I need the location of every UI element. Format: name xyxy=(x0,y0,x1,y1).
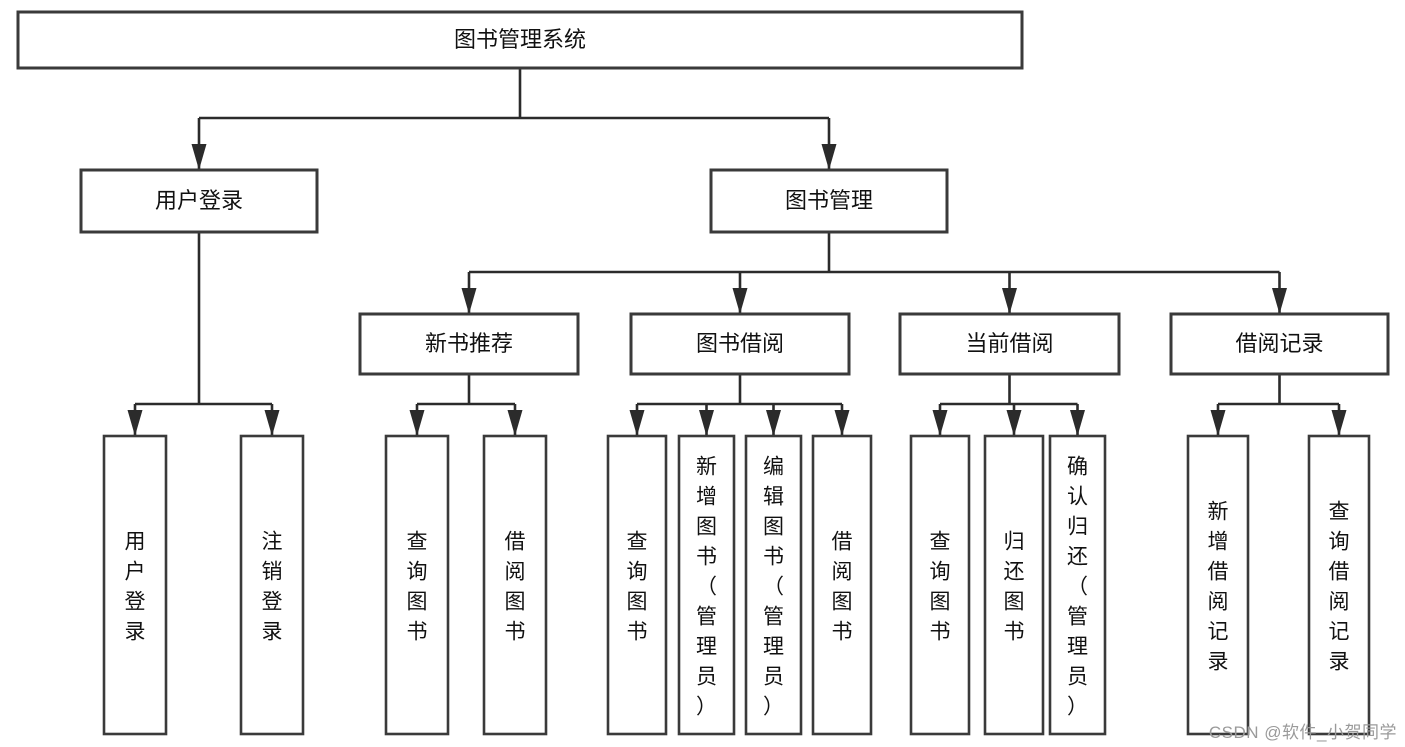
nodes-layer: 图书管理系统用户登录图书管理新书推荐图书借阅当前借阅借阅记录用户登录注销登录查询… xyxy=(16,10,1390,736)
leaf-node-5[interactable]: 新增图书（管理员） xyxy=(677,434,736,736)
edge-current-to-leaves xyxy=(932,374,1085,436)
leaf-node-0-box[interactable] xyxy=(102,434,168,736)
leaf-node-12[interactable]: 查询借阅记录 xyxy=(1307,434,1371,736)
leaf-node-9-box[interactable] xyxy=(983,434,1045,736)
level2-node-book-management-label: 图书管理 xyxy=(785,188,873,213)
level3-node-current-borrow-label: 当前借阅 xyxy=(965,331,1053,356)
leaf-node-8[interactable]: 查询图书 xyxy=(909,434,971,736)
edge-record-to-leaves xyxy=(1210,374,1347,436)
leaf-node-2-label: 查询图书 xyxy=(407,530,428,643)
leaf-node-1-label: 注销登录 xyxy=(262,530,283,643)
leaf-node-3[interactable]: 借阅图书 xyxy=(482,434,548,736)
level3-node-new-book-recommend-box[interactable] xyxy=(358,312,580,376)
leaf-node-12-label: 查询借阅记录 xyxy=(1329,500,1350,673)
leaf-node-0-label: 用户登录 xyxy=(125,530,146,643)
leaf-node-7-box[interactable] xyxy=(811,434,873,736)
level3-node-current-borrow[interactable]: 当前借阅 xyxy=(898,312,1121,376)
edge-root-to-level2 xyxy=(191,68,837,170)
leaf-node-11[interactable]: 新增借阅记录 xyxy=(1186,434,1250,736)
edge-new-book-to-leaves-arrowhead-0 xyxy=(409,410,425,436)
level3-node-new-book-recommend[interactable]: 新书推荐 xyxy=(358,312,580,376)
leaf-node-2-box[interactable] xyxy=(384,434,450,736)
edge-borrow-to-leaves-arrowhead-1 xyxy=(699,410,714,436)
edge-current-to-leaves-arrowhead-0 xyxy=(932,410,948,436)
level2-node-user-login-box[interactable] xyxy=(79,168,319,234)
edge-book-mgmt-to-level3-arrowhead-3 xyxy=(1272,288,1287,314)
leaf-node-11-box[interactable] xyxy=(1186,434,1250,736)
edge-user-login-to-leaves-arrowhead-0 xyxy=(127,410,143,436)
edge-record-to-leaves-arrowhead-1 xyxy=(1331,410,1347,436)
leaf-node-9[interactable]: 归还图书 xyxy=(983,434,1045,736)
leaf-node-3-box[interactable] xyxy=(482,434,548,736)
leaf-node-4-label: 查询图书 xyxy=(627,530,648,643)
edge-borrow-to-leaves-arrowhead-2 xyxy=(766,410,781,436)
leaf-node-1-box[interactable] xyxy=(239,434,305,736)
leaf-node-6-box[interactable] xyxy=(744,434,803,736)
leaf-node-2[interactable]: 查询图书 xyxy=(384,434,450,736)
edge-user-login-to-leaves-arrowhead-1 xyxy=(264,410,280,436)
leaf-node-5-label: 新增图书（管理员） xyxy=(696,455,717,718)
edge-root-to-level2-arrowhead-1 xyxy=(821,144,837,170)
edge-new-book-to-leaves xyxy=(409,374,523,436)
leaf-node-6[interactable]: 编辑图书（管理员） xyxy=(744,434,803,736)
leaf-node-8-box[interactable] xyxy=(909,434,971,736)
root-node-book-management-system-label: 图书管理系统 xyxy=(454,27,586,52)
leaf-node-7[interactable]: 借阅图书 xyxy=(811,434,873,736)
edge-current-to-leaves-arrowhead-2 xyxy=(1070,410,1085,436)
edge-new-book-to-leaves-arrowhead-1 xyxy=(507,410,523,436)
leaf-node-5-box[interactable] xyxy=(677,434,736,736)
leaf-node-6-label: 编辑图书（管理员） xyxy=(763,455,784,718)
level3-node-book-borrow[interactable]: 图书借阅 xyxy=(629,312,851,376)
leaf-node-9-label: 归还图书 xyxy=(1004,530,1025,643)
level3-node-borrow-record-label: 借阅记录 xyxy=(1235,331,1323,356)
edge-borrow-to-leaves xyxy=(629,374,850,436)
leaf-node-8-label: 查询图书 xyxy=(930,530,951,643)
level2-node-book-management-box[interactable] xyxy=(709,168,949,234)
leaf-node-0[interactable]: 用户登录 xyxy=(102,434,168,736)
level3-node-current-borrow-box[interactable] xyxy=(898,312,1121,376)
level3-node-new-book-recommend-label: 新书推荐 xyxy=(425,331,513,356)
edges-layer xyxy=(127,68,1347,436)
leaf-node-12-box[interactable] xyxy=(1307,434,1371,736)
level3-node-borrow-record[interactable]: 借阅记录 xyxy=(1169,312,1390,376)
level2-node-user-login-label: 用户登录 xyxy=(155,188,243,213)
edge-book-mgmt-to-level3 xyxy=(461,232,1287,314)
leaf-node-1[interactable]: 注销登录 xyxy=(239,434,305,736)
level3-node-book-borrow-label: 图书借阅 xyxy=(696,331,784,356)
edge-user-login-to-leaves xyxy=(127,232,280,436)
root-node-book-management-system-box[interactable] xyxy=(16,10,1024,70)
leaf-node-3-label: 借阅图书 xyxy=(505,530,526,643)
leaf-node-4-box[interactable] xyxy=(606,434,668,736)
leaf-node-11-label: 新增借阅记录 xyxy=(1208,500,1229,673)
root-node-book-management-system[interactable]: 图书管理系统 xyxy=(16,10,1024,70)
edge-borrow-to-leaves-arrowhead-0 xyxy=(629,410,645,436)
level3-node-borrow-record-box[interactable] xyxy=(1169,312,1390,376)
leaf-node-7-label: 借阅图书 xyxy=(832,530,853,643)
edge-book-mgmt-to-level3-arrowhead-1 xyxy=(732,288,748,314)
edge-book-mgmt-to-level3-arrowhead-2 xyxy=(1002,288,1017,314)
edge-record-to-leaves-arrowhead-0 xyxy=(1210,410,1226,436)
edge-root-to-level2-arrowhead-0 xyxy=(191,144,207,170)
level2-node-user-login[interactable]: 用户登录 xyxy=(79,168,319,234)
level2-node-book-management[interactable]: 图书管理 xyxy=(709,168,949,234)
leaf-node-4[interactable]: 查询图书 xyxy=(606,434,668,736)
edge-book-mgmt-to-level3-arrowhead-0 xyxy=(461,288,477,314)
level3-node-book-borrow-box[interactable] xyxy=(629,312,851,376)
edge-current-to-leaves-arrowhead-1 xyxy=(1006,410,1022,436)
leaf-node-10-label: 确认归还（管理员） xyxy=(1067,455,1088,718)
leaf-node-10-box[interactable] xyxy=(1048,434,1107,736)
edge-borrow-to-leaves-arrowhead-3 xyxy=(834,410,850,436)
leaf-node-10[interactable]: 确认归还（管理员） xyxy=(1048,434,1107,736)
